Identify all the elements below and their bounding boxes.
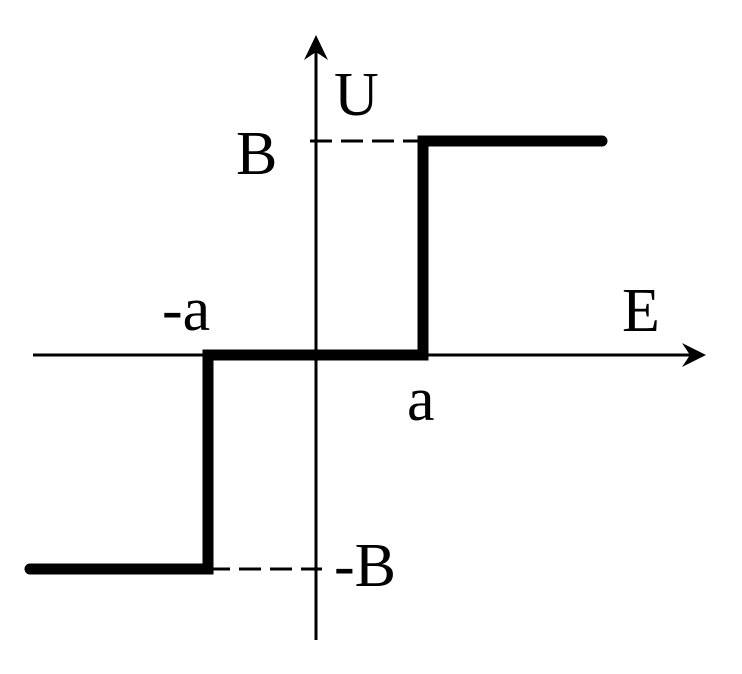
horizontal-axis-label: E xyxy=(622,277,660,345)
vertical-axis-label: U xyxy=(334,61,379,129)
positive-threshold-label: a xyxy=(407,366,435,434)
positive-level-label: B xyxy=(236,120,277,188)
negative-threshold-label: -a xyxy=(162,276,210,344)
step-curve xyxy=(24,135,608,575)
vertical-axis-arrowhead xyxy=(304,35,328,60)
horizontal-axis-arrowhead xyxy=(682,343,706,367)
negative-level-label: -B xyxy=(334,532,396,600)
